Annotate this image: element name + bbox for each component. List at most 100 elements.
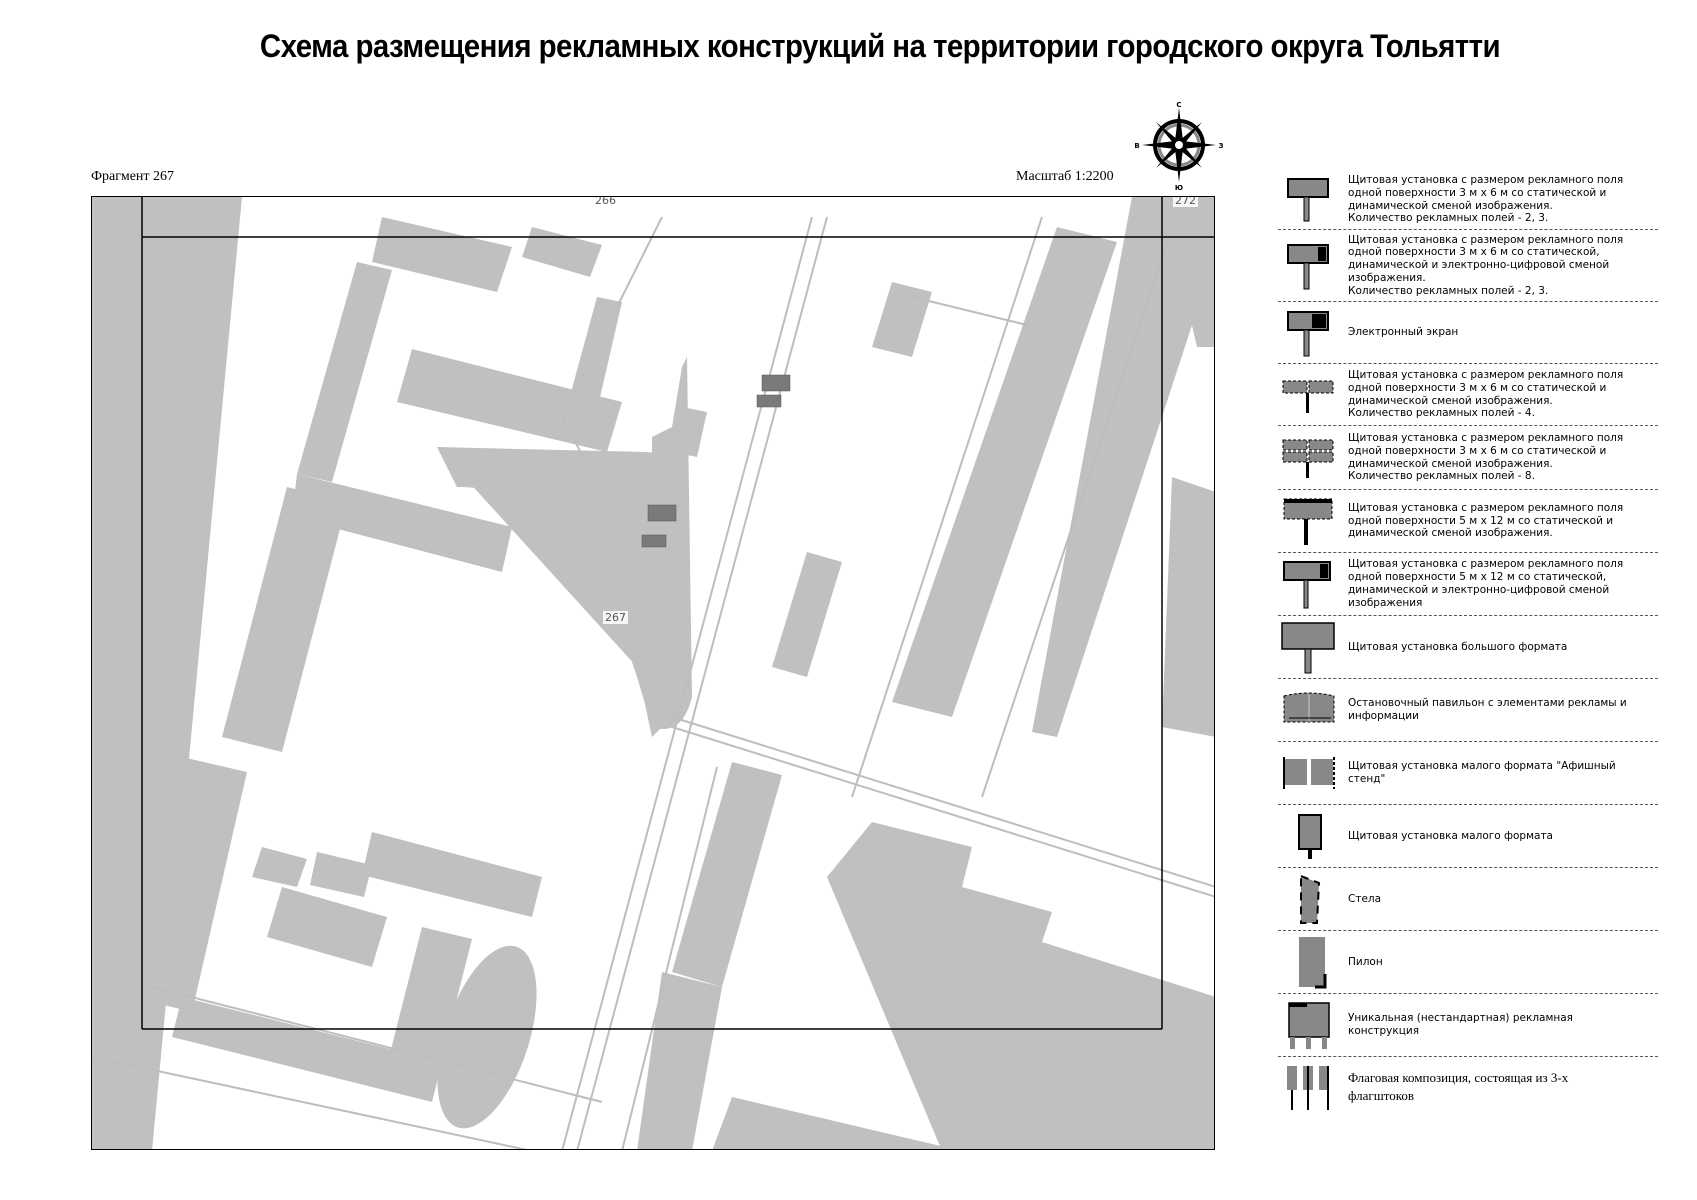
building (562, 297, 622, 432)
unique-structure-icon (1278, 994, 1340, 1056)
legend-item: Щитовая установка большого формата (1278, 616, 1658, 679)
legend-text: Щитовая установка с размером рекламного … (1348, 558, 1624, 609)
legend-text: Флаговая композиция, состоящая из 3-х фл… (1348, 1070, 1569, 1103)
legend-item: Флаговая композиция, состоящая из 3-х фл… (1278, 1057, 1658, 1117)
building (712, 1097, 954, 1149)
billboard-5x12-digital-icon (1278, 553, 1340, 615)
large-format-billboard-icon (1278, 616, 1340, 678)
page-title: Схема размещения рекламных конструкций н… (259, 28, 1501, 64)
building (172, 997, 442, 1102)
road-line (981, 226, 1173, 798)
building (310, 852, 372, 897)
legend-item: Уникальная (нестандартная) рекламная кон… (1278, 994, 1658, 1057)
building (132, 757, 247, 1012)
legend-text: Щитовая установка с размером рекламного … (1348, 173, 1624, 225)
legend-text: Электронный экран (1348, 326, 1459, 339)
road-line (671, 726, 1214, 898)
billboard-3x6-4-fields-icon (1278, 364, 1340, 425)
billboard-3x6-digital-icon (1278, 230, 1340, 301)
building (267, 887, 387, 967)
billboard-3x6-static-dynamic-icon (1278, 170, 1340, 229)
legend-text: Пилон (1348, 955, 1383, 968)
building (892, 227, 1117, 717)
building (437, 945, 537, 1129)
road-line (891, 291, 1028, 326)
legend-text: Щитовая установка с размером рекламного … (1348, 431, 1624, 483)
compass-west: В (1134, 142, 1139, 150)
road-line (561, 416, 653, 588)
billboard-3x6-8-fields-icon (1278, 426, 1340, 489)
legend-item: Щитовая установка с размером рекламного … (1278, 364, 1658, 426)
legend-item: Щитовая установка малого формата (1278, 805, 1658, 868)
building (437, 357, 692, 737)
building (362, 832, 542, 917)
building (397, 349, 622, 452)
electronic-screen-icon (1278, 302, 1340, 363)
fragment-label: Фрагмент 267 (91, 169, 175, 184)
map-fragment[interactable]: 266 272 267 (91, 196, 1215, 1150)
building (672, 762, 782, 987)
legend-item: Остановочный павильон с элементами рекла… (1278, 679, 1658, 742)
small-format-billboard-icon (1278, 805, 1340, 867)
building (297, 262, 392, 482)
legend-text: Уникальная (нестандартная) рекламная кон… (1348, 1012, 1574, 1037)
pylon-icon (1278, 931, 1340, 993)
building (827, 822, 1214, 1149)
building (1162, 197, 1214, 347)
poster-stand-marker[interactable] (641, 534, 667, 548)
legend-text: Щитовая установка с размером рекламного … (1348, 233, 1624, 297)
road-line (561, 216, 813, 1149)
bus-stop-pavilion-icon (1278, 679, 1340, 741)
building (252, 847, 307, 887)
building (872, 282, 932, 357)
poster-stand-marker[interactable] (756, 394, 782, 408)
tile-label-272: 272 (1173, 196, 1198, 207)
legend-item: Щитовая установка с размером рекламного … (1278, 553, 1658, 616)
flag-composition-icon (1278, 1057, 1340, 1117)
buildings (92, 197, 1214, 1149)
legend-text: Щитовая установка малого формата (1348, 829, 1553, 842)
scale-label: Масштаб 1:2200 (1016, 169, 1114, 184)
billboard-5x12-static-dynamic-icon (1278, 490, 1340, 552)
tile-label-266: 266 (593, 196, 618, 207)
road-line (561, 216, 663, 418)
map-canvas (92, 197, 1214, 1149)
building (522, 227, 602, 277)
legend: Щитовая установка с размером рекламного … (1278, 170, 1658, 1117)
compass-east: З (1219, 142, 1224, 150)
legend-item: Пилон (1278, 931, 1658, 994)
legend-item: Щитовая установка с размером рекламного … (1278, 230, 1658, 302)
compass-north: С (1176, 101, 1181, 109)
legend-text: Щитовая установка большого формата (1348, 640, 1568, 653)
compass-rose-icon: С Ю В З (1134, 100, 1224, 192)
stele-icon (1278, 868, 1340, 930)
road-line (576, 216, 828, 1149)
legend-text: Щитовая установка малого формата "Афишны… (1348, 760, 1616, 785)
legend-item: Щитовая установка с размером рекламного … (1278, 170, 1658, 230)
legend-item: Стела (1278, 868, 1658, 931)
ad-structures (641, 374, 791, 548)
bus-stop-pavilion-marker[interactable] (761, 374, 791, 392)
legend-text: Щитовая установка с размером рекламного … (1348, 501, 1624, 540)
tile-label-267: 267 (603, 611, 628, 624)
building (1162, 477, 1214, 737)
legend-item: Щитовая установка с размером рекламного … (1278, 426, 1658, 490)
fragment-frame (141, 197, 1214, 1030)
legend-item: Щитовая установка с размером рекламного … (1278, 490, 1658, 553)
compass-south: Ю (1175, 184, 1183, 190)
road-line (621, 766, 718, 1149)
road-line (671, 716, 1214, 888)
building (637, 972, 722, 1149)
road-line (151, 986, 603, 1103)
building (372, 217, 512, 292)
road-line (851, 216, 1043, 798)
building (292, 474, 512, 572)
building (672, 407, 707, 457)
legend-text: Стела (1348, 892, 1382, 905)
building (1032, 197, 1214, 737)
legend-item: Щитовая установка малого формата "Афишны… (1278, 742, 1658, 805)
road-line (92, 1056, 528, 1149)
bus-stop-pavilion-marker[interactable] (647, 504, 677, 522)
poster-stand-icon (1278, 742, 1340, 804)
roads (92, 216, 1214, 1149)
